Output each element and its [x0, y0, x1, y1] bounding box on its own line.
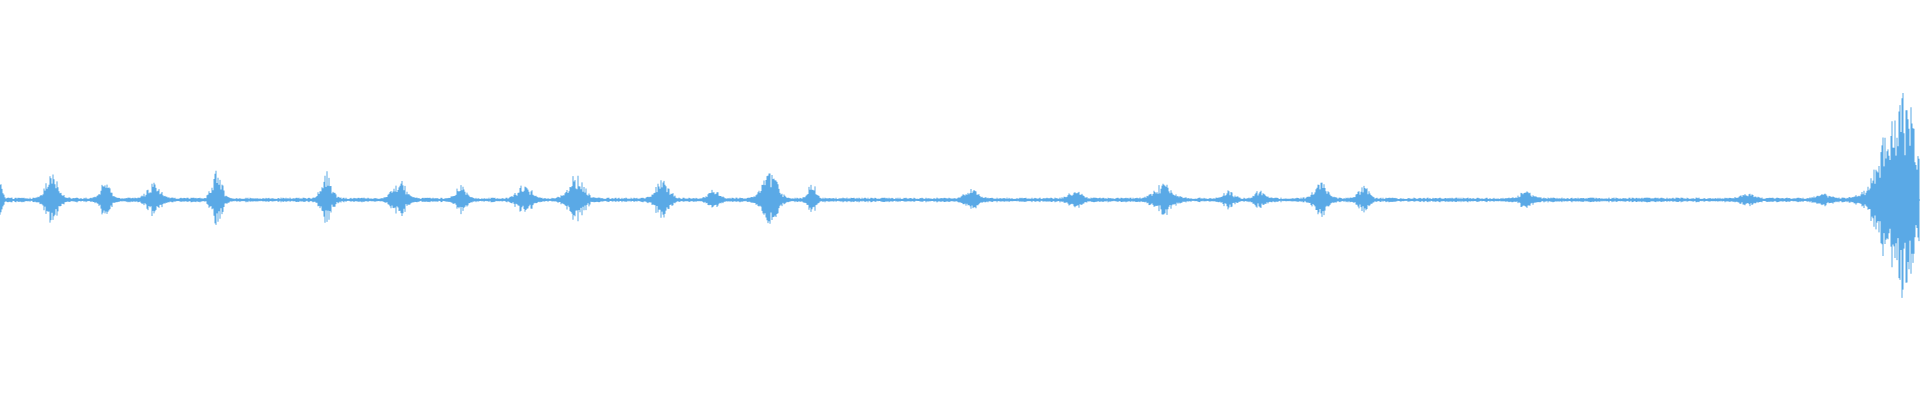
waveform-samples — [0, 93, 1920, 298]
waveform-path — [0, 93, 1920, 298]
